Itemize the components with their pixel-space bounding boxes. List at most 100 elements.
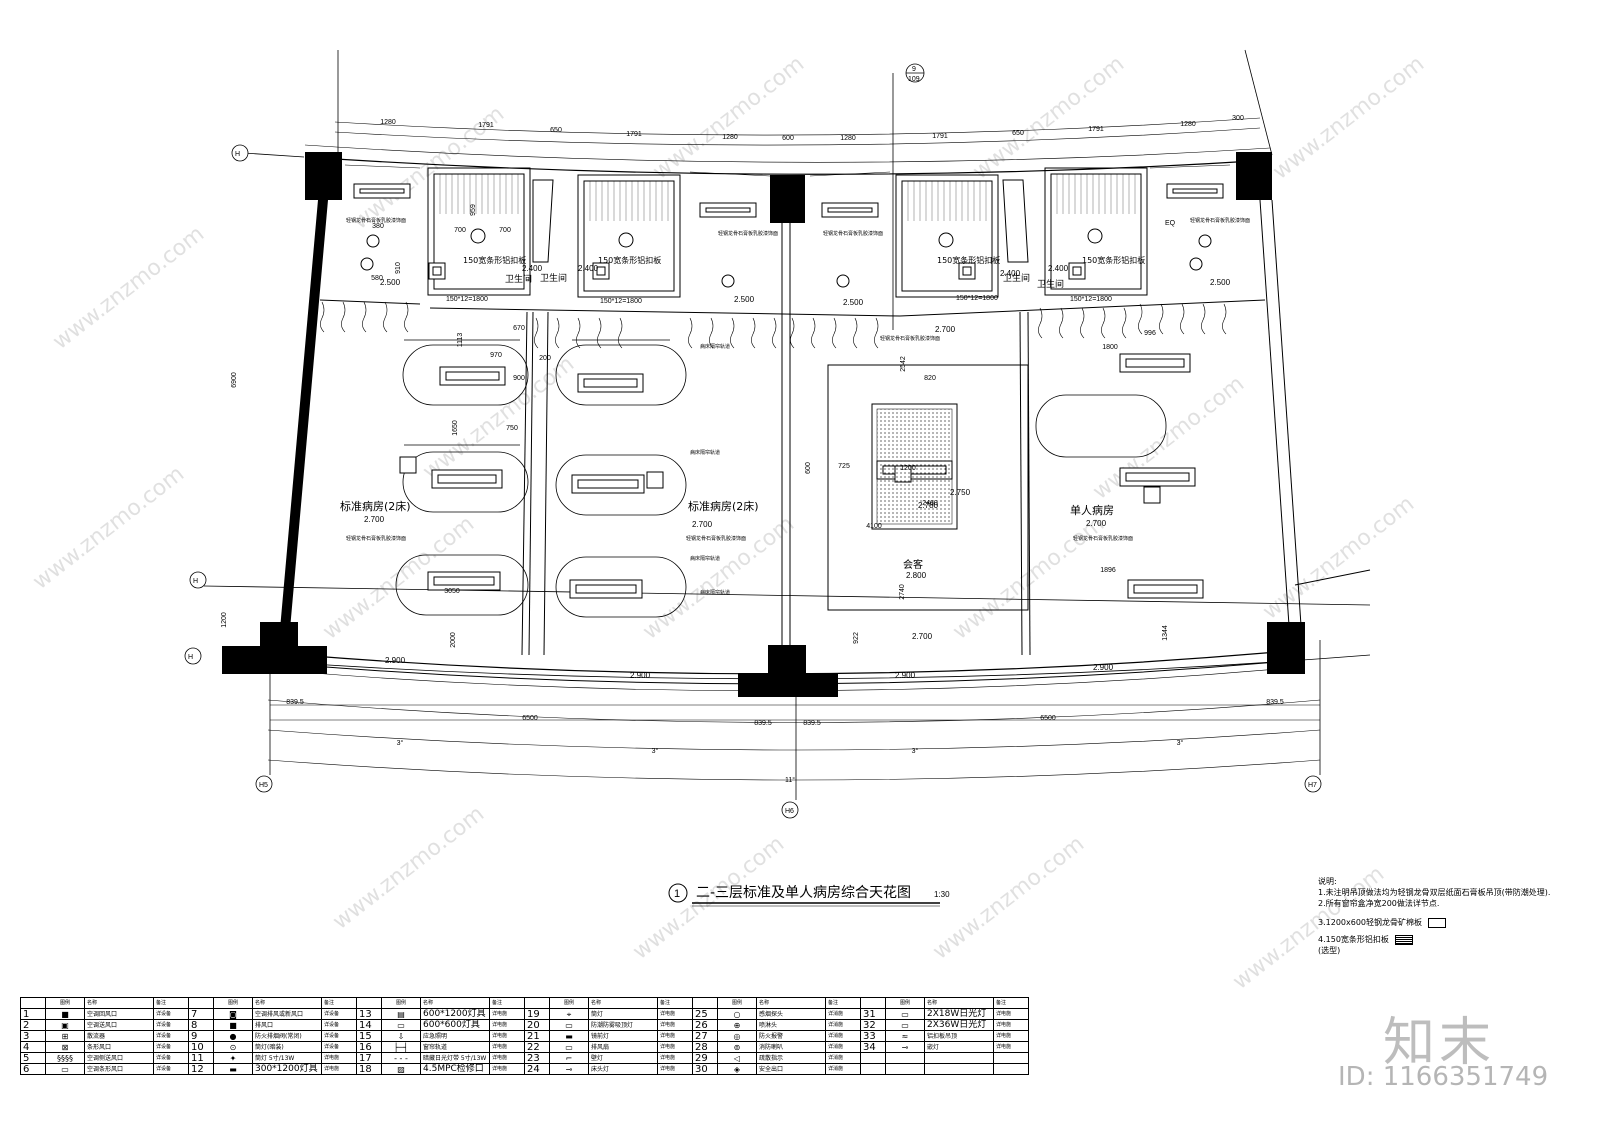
- watermark-text: www.znzmo.com: [28, 461, 189, 594]
- fluorescent-light-icon: [571, 474, 645, 494]
- note-track-3: 病床隔帘轨道: [690, 555, 720, 562]
- note-board-8: 轻钢龙骨石膏板乳胶漆饰面: [346, 217, 406, 224]
- fluorescent-light-icon: [1119, 467, 1196, 487]
- note-4: 4.150宽条形铝扣板: [1318, 934, 1528, 945]
- wc-label-2: 卫生间: [540, 272, 567, 284]
- note-board-5: 轻钢龙骨石膏板乳胶漆饰面: [1190, 217, 1250, 224]
- top-dim-label: 1280: [380, 119, 396, 126]
- side-dim-label: 1200: [221, 612, 228, 628]
- misc-dim-label: 2460: [922, 500, 938, 507]
- level-niche-1: 2.500: [380, 278, 401, 287]
- note-alum-3: 150宽条形铝扣板: [937, 255, 1000, 265]
- top-dim-label: 650: [550, 127, 562, 134]
- level-niche-4: 2.500: [1210, 278, 1231, 287]
- misc-dim-label: 2542: [900, 356, 907, 372]
- top-dim-label: 1791: [478, 122, 494, 129]
- misc-dim-label: 380: [372, 223, 384, 230]
- misc-dim-label: 2740: [899, 584, 906, 600]
- misc-dim-label: 750: [506, 425, 518, 432]
- top-dim-label: 1280: [840, 135, 856, 142]
- bottom-dim-label: 3°: [652, 747, 659, 755]
- svg-text:H: H: [193, 578, 198, 585]
- strip-swatch-icon: [1394, 934, 1413, 945]
- ceiling-vent-icon: [428, 262, 446, 280]
- exhaust-fan-icon: [938, 232, 954, 248]
- note-grid-3: 150*12=1800: [956, 295, 998, 302]
- title-text: 二-三层标准及单人病房综合天花图: [696, 885, 911, 901]
- watermark-text: www.znzmo.com: [928, 831, 1089, 964]
- svg-text:9: 9: [912, 66, 916, 73]
- fluorescent-light-icon: [427, 571, 501, 591]
- level-ceiling-up: 2.750: [950, 488, 971, 497]
- fluorescent-light-icon: [1127, 579, 1204, 599]
- level-reception-low: 2.780: [918, 501, 939, 510]
- top-dim-label: 1280: [722, 134, 738, 141]
- misc-dim-label: 1113: [457, 333, 464, 348]
- misc-dim-label: 1344: [1162, 625, 1169, 641]
- top-dim-label: 650: [1012, 130, 1024, 137]
- note-4-sub: (选型): [1318, 946, 1341, 955]
- watermark-text: www.znzmo.com: [948, 511, 1109, 644]
- axis-labels: H H H H5 H6 H7 9 109: [188, 66, 1317, 815]
- bottom-dim-label: 839.5: [754, 720, 772, 727]
- wc-label-1: 卫生间: [505, 273, 532, 285]
- title-scale: 1:30: [934, 890, 950, 899]
- misc-dim-label: 700: [499, 227, 511, 234]
- level-room-2: 2.700: [692, 520, 713, 529]
- bottom-dim-label: 3°: [912, 747, 919, 755]
- watermark-text: www.znzmo.com: [638, 511, 799, 644]
- misc-dim-label: 1800: [1102, 344, 1118, 351]
- svg-text:H6: H6: [785, 808, 794, 815]
- exhaust-fan-icon: [1087, 228, 1103, 244]
- bottom-dim-label: 839.5: [286, 699, 304, 706]
- misc-dim-label: 2000: [450, 632, 457, 648]
- watermark-text: www.znzmo.com: [648, 51, 809, 184]
- svg-text:H5: H5: [259, 782, 268, 789]
- axis-bubble-left-b: [184, 647, 202, 665]
- room-label-reception: 会客: [903, 558, 923, 571]
- svg-text:H7: H7: [1308, 782, 1317, 789]
- emergency-light-icon: [399, 456, 417, 474]
- side-dim-label: 6900: [231, 372, 238, 388]
- downlight-icon: [360, 257, 374, 271]
- note-board-3: 轻钢龙骨石膏板乳胶漆饰面: [1073, 535, 1133, 542]
- bottom-dim-label: 839.5: [1266, 699, 1284, 706]
- fluorescent-light-icon: [1166, 183, 1224, 199]
- misc-dim-label: 959: [470, 204, 477, 216]
- note-board-1: 轻钢龙骨石膏板乳胶漆饰面: [346, 535, 406, 542]
- misc-dim-label: 670: [513, 325, 525, 332]
- fluorescent-light-icon: [353, 183, 411, 199]
- emergency-light-icon: [646, 471, 664, 489]
- axis-bubble-h5: [255, 775, 273, 793]
- bathroom-slats: [439, 174, 1136, 221]
- note-track-1: 病床隔帘轨道: [700, 343, 730, 350]
- level-corridor-3: 2.900: [895, 671, 916, 680]
- note-alum-1: 150宽条形铝扣板: [463, 255, 526, 265]
- misc-dim-label: 1650: [452, 420, 459, 436]
- brand-logo: 知末: [1383, 1013, 1496, 1073]
- level-wc-3: 2.400: [1000, 269, 1021, 278]
- level-room-3: 2.700: [1086, 519, 1107, 528]
- top-dim-label: 1280: [1180, 121, 1196, 128]
- misc-dim-label: 970: [490, 352, 502, 359]
- ceiling-vent-icon: [1068, 262, 1086, 280]
- board-swatch-icon: [1428, 917, 1446, 928]
- note-track-2: 病床隔帘轨道: [690, 449, 720, 456]
- reception-aluminum-ceiling: [871, 403, 958, 530]
- fluorescent-light-icon: [439, 366, 506, 386]
- note-3: 3.1200x600轻钢龙骨矿棉板: [1318, 917, 1528, 928]
- fluorescent-light-icon: [431, 469, 503, 489]
- misc-dim-label: 600: [805, 462, 812, 474]
- top-dim-label: 1791: [626, 131, 642, 138]
- bottom-dim-label: 3°: [1177, 739, 1184, 747]
- top-dim-label: 1791: [932, 133, 948, 140]
- fluorescent-light-icon: [1119, 353, 1191, 373]
- level-reception: 2.800: [906, 571, 927, 580]
- downlight-icon: [366, 234, 380, 248]
- note-board-4: 轻钢龙骨石膏板乳胶漆饰面: [880, 335, 940, 342]
- fluorescent-light-icon: [577, 373, 644, 393]
